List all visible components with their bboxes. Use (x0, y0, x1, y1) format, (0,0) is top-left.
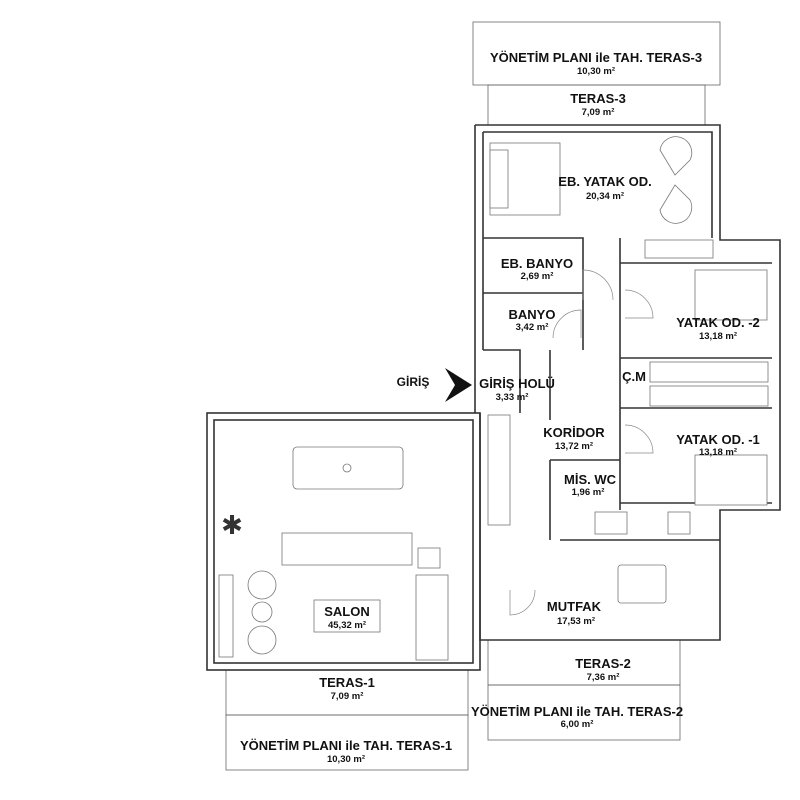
sofa (281, 532, 413, 566)
terrace1-mgmt-name: YÖNETİM PLANI ile TAH. TERAS-1 (240, 738, 452, 753)
entry-hall-area: 3,33 m² (496, 392, 529, 403)
kitchen-area: 17,53 m² (557, 616, 595, 627)
lounge-chair (247, 570, 277, 600)
terrace2-name: TERAS-2 (575, 656, 631, 671)
inner-walls (482, 131, 713, 350)
bedroom1-bed (694, 454, 768, 506)
bath-door (552, 309, 582, 339)
side-table (417, 547, 441, 569)
entry-wardrobe (487, 414, 511, 526)
furniture: ✱ (218, 136, 769, 661)
master-bath-door (582, 269, 614, 301)
terrace1-area: 7,09 m² (331, 691, 364, 702)
terrace3-name: TERAS-3 (570, 91, 626, 106)
sink (667, 511, 691, 535)
terrace2-mgmt-name: YÖNETİM PLANI ile TAH. TERAS-2 (471, 704, 683, 719)
sofa-side (415, 574, 449, 661)
terrace1-mgmt-area: 10,30 m² (327, 754, 365, 765)
bedroom1-area: 13,18 m² (699, 447, 737, 458)
laundry-name: Ç.M (622, 369, 646, 384)
entry-hall-name: GİRİŞ HOLÜ (479, 376, 555, 391)
terrace2-area: 7,36 m² (587, 672, 620, 683)
terrace2-mgmt-area (487, 684, 681, 741)
master-bath-area: 2,69 m² (521, 271, 554, 282)
armchair (659, 136, 693, 176)
master-bed-pillows (489, 149, 509, 209)
bedroom2-door (624, 289, 654, 319)
entrance-label: GİRİŞ (397, 374, 430, 389)
kitchen-name: MUTFAK (547, 599, 602, 614)
kitchen-door (509, 589, 536, 616)
living-name: SALON (324, 604, 370, 619)
cooktop (594, 511, 628, 535)
living-area: 45,32 m² (328, 620, 366, 631)
side-table-round (251, 601, 273, 623)
lounge-chair (247, 625, 277, 655)
master-bedroom-area: 20,34 m² (586, 191, 624, 202)
terrace1-name: TERAS-1 (319, 675, 375, 690)
bedroom1-door (624, 424, 654, 454)
corridor-area: 13,72 m² (555, 441, 593, 452)
master-bath-name: EB. BANYO (501, 256, 573, 271)
plant-icon: ✱ (221, 510, 243, 540)
salon-label-box (313, 599, 381, 633)
tv-unit (218, 574, 234, 658)
terrace3-mgmt-area-label: 10,30 m² (577, 66, 615, 77)
table-center (342, 463, 352, 473)
guest-wc-area: 1,96 m² (572, 487, 605, 498)
wardrobe (649, 361, 769, 383)
bedroom2-bed (694, 269, 768, 321)
guest-wc-name: MİS. WC (564, 472, 617, 487)
armchair (659, 184, 693, 224)
doors (509, 269, 654, 616)
outer-walls (474, 124, 781, 641)
master-bedroom-name: EB. YATAK OD. (558, 174, 651, 189)
bath-name: BANYO (509, 307, 556, 322)
bedroom1-name: YATAK OD. -1 (676, 432, 760, 447)
bedroom2-name: YATAK OD. -2 (676, 315, 760, 330)
bath-area: 3,42 m² (516, 322, 549, 333)
wardrobe (644, 239, 714, 259)
terrace3-mgmt-name: YÖNETİM PLANI ile TAH. TERAS-3 (490, 50, 702, 65)
bedroom2-area: 13,18 m² (699, 331, 737, 342)
terrace3-area-label: 7,09 m² (582, 107, 615, 118)
entrance-arrow-icon (445, 368, 472, 402)
wardrobe (649, 385, 769, 407)
room-labels: YÖNETİM PLANI ile TAH. TERAS-3 10,30 m² … (240, 50, 760, 765)
terrace1-mgmt-area (225, 714, 469, 771)
corridor-name: KORİDOR (543, 425, 605, 440)
terrace2-mgmt-area: 6,00 m² (561, 719, 594, 730)
kitchen-table (617, 564, 667, 604)
salon-inner-walls (213, 419, 474, 664)
